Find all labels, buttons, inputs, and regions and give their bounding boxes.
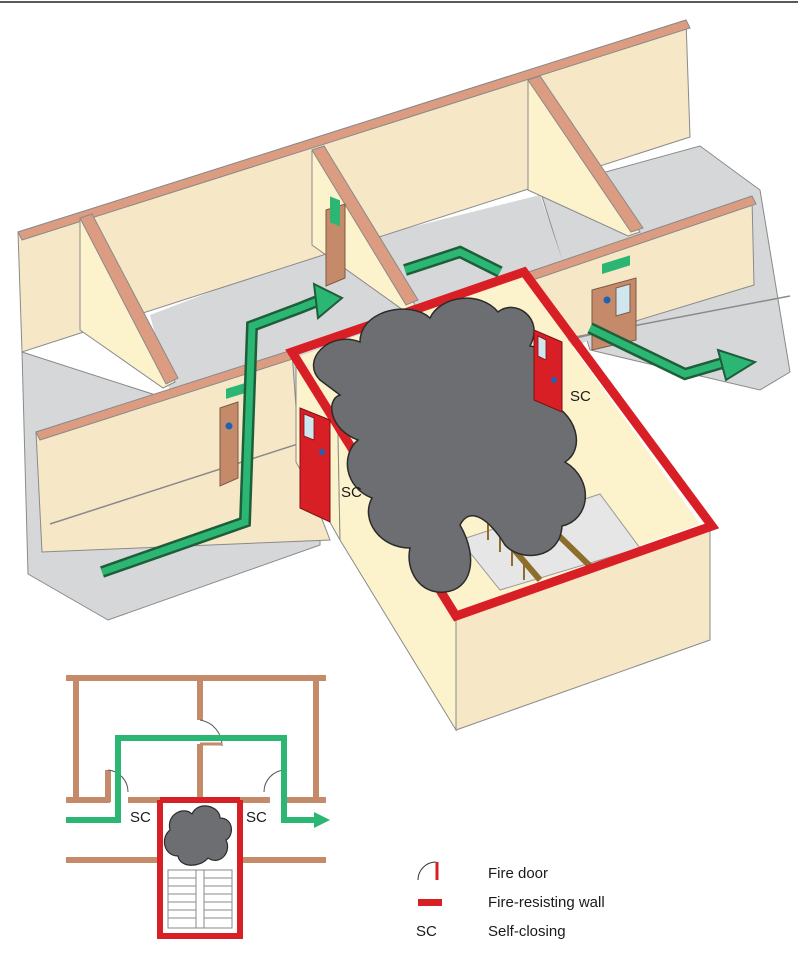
exit-sign-right bbox=[602, 255, 630, 274]
plan-sc-label-right: SC bbox=[246, 809, 267, 826]
sc-label-right: SC bbox=[570, 388, 591, 405]
plan-door-arc bbox=[199, 719, 223, 747]
escape-route-right bbox=[587, 322, 758, 382]
partition-wall-2-top bbox=[311, 145, 419, 306]
door-window-right bbox=[615, 283, 631, 317]
legend-fire-door: Fire door bbox=[417, 861, 548, 882]
blue-sign-icon bbox=[603, 296, 611, 304]
plan-door-arc bbox=[107, 769, 129, 793]
legend-fire-wall: Fire-resisting wall bbox=[418, 894, 605, 911]
smoke-cloud bbox=[312, 297, 587, 593]
arrow-head-icon bbox=[314, 812, 330, 828]
fire-door-symbol-icon bbox=[417, 861, 437, 881]
fire-door-window bbox=[303, 413, 315, 441]
blue-sign-icon bbox=[551, 377, 557, 383]
handrail-left bbox=[49, 431, 336, 525]
plan-door-arc bbox=[263, 769, 285, 793]
isometric-building: SC SC bbox=[17, 19, 791, 732]
exit-sign-middle bbox=[330, 196, 340, 227]
legend-sc-label: Self-closing bbox=[488, 923, 566, 940]
back-wall-top bbox=[17, 19, 691, 241]
blue-sign-icon bbox=[225, 422, 233, 430]
plan-sc-label-left: SC bbox=[130, 809, 151, 826]
legend-fire-wall-label: Fire-resisting wall bbox=[488, 894, 605, 911]
legend-self-closing: SC Self-closing bbox=[416, 923, 566, 940]
escape-route-upper bbox=[403, 245, 503, 278]
plan-fire-wall bbox=[157, 800, 243, 939]
arrow-head-icon bbox=[716, 348, 758, 382]
blue-sign-icon bbox=[319, 449, 325, 455]
escape-route-left bbox=[100, 282, 344, 578]
door-room-left[interactable] bbox=[219, 401, 239, 487]
plan-escape-route bbox=[66, 735, 318, 823]
legend-fire-door-label: Fire door bbox=[488, 865, 548, 882]
plan-stairs bbox=[167, 869, 233, 929]
fire-door-window bbox=[537, 335, 547, 361]
plan-smoke-cloud bbox=[163, 805, 232, 866]
legend-sc-symbol: SC bbox=[416, 923, 437, 940]
sc-label-left: SC bbox=[341, 484, 362, 501]
partition-wall-3-top bbox=[527, 75, 644, 233]
legend: Fire door Fire-resisting wall SC Self-cl… bbox=[416, 861, 605, 940]
floor-plan: SC SC bbox=[66, 675, 330, 939]
arrow-head-icon bbox=[312, 282, 344, 320]
partition-wall-1-top bbox=[79, 213, 179, 385]
fire-wall-symbol-icon bbox=[418, 899, 442, 906]
